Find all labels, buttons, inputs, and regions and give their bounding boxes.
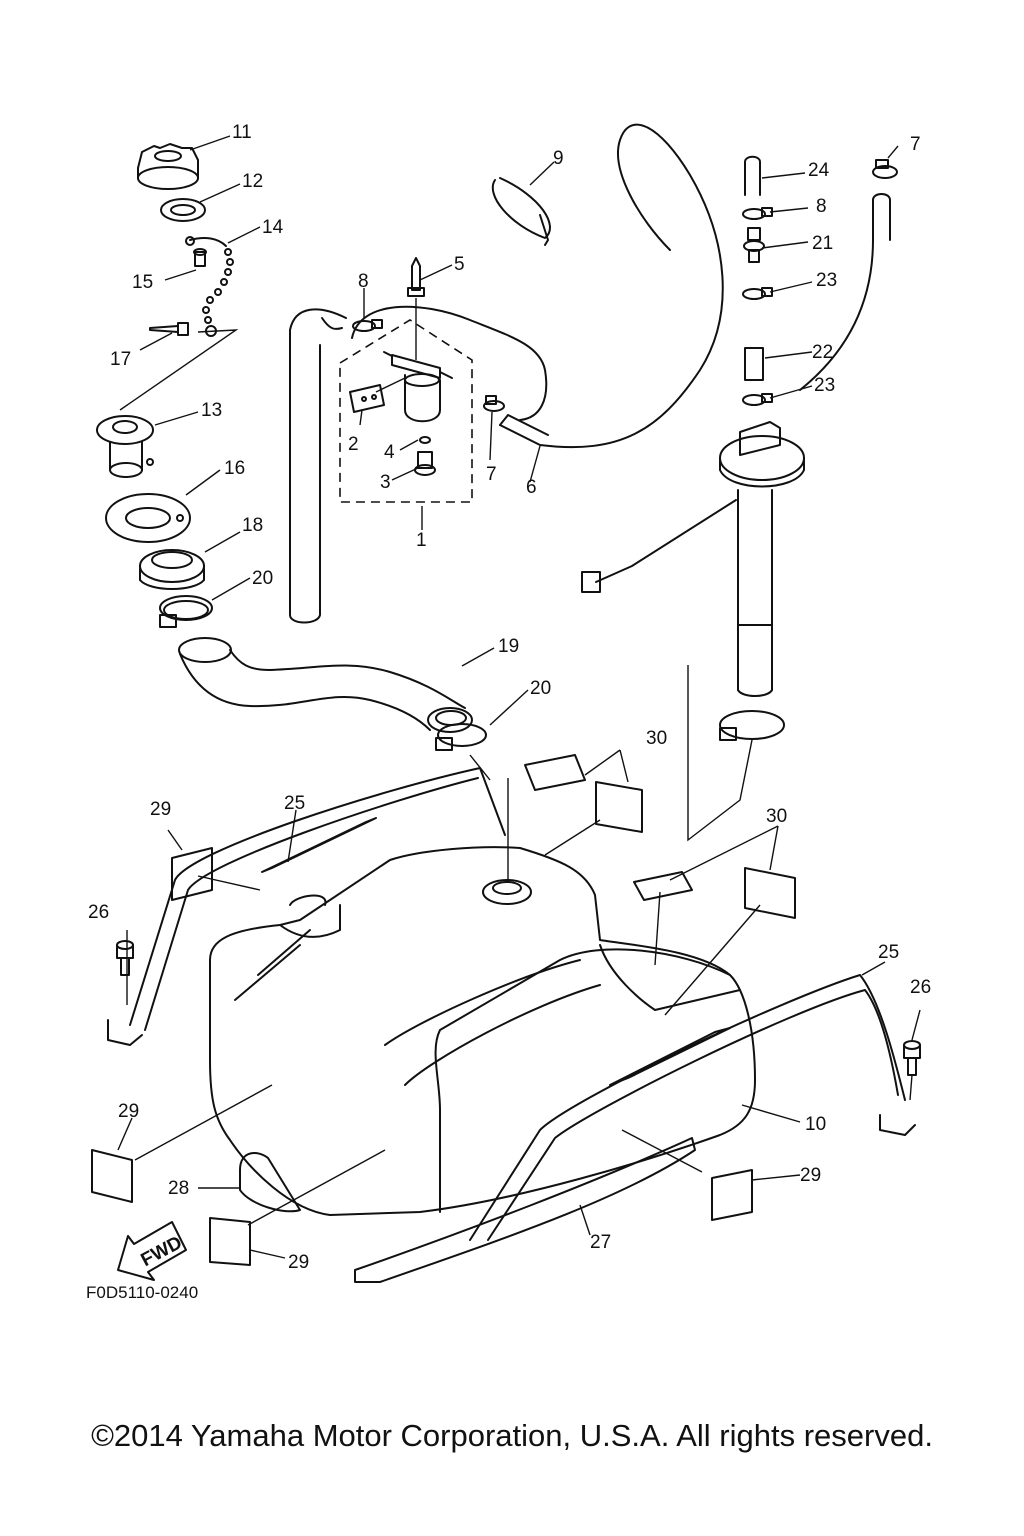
part-16-plate [105,493,191,543]
part-12-gasket [160,198,206,222]
leader-lines [117,135,921,1259]
callout-23-lower: 23 [814,375,835,396]
part-7-clip [483,395,505,412]
part-26-bolt-left [116,940,134,976]
parts-drawing: FWD [91,123,921,1283]
callout-20-lower: 20 [530,678,551,699]
callout-29-c: 29 [288,1252,309,1273]
callout-22: 22 [812,342,833,363]
drawing-code: F0D5110-0240 [86,1283,199,1302]
callout-5: 5 [454,254,465,275]
callout-2: 2 [348,434,359,455]
callout-14: 14 [262,217,284,238]
part-10-fuel-tank [209,846,756,1216]
callout-20: 20 [252,568,273,589]
part-18-nut [139,549,205,590]
callout-29-b: 29 [118,1101,139,1122]
callout-6: 6 [526,477,537,498]
part-8-clip [352,319,383,332]
callout-13: 13 [201,400,222,421]
part-7-clip-right [872,159,898,179]
callout-27: 27 [590,1232,611,1253]
part-22-hose [744,347,764,381]
part-11-fuel-cap [137,143,199,190]
callout-26-right: 26 [910,977,931,998]
callout-18: 18 [242,515,263,536]
callout-7-right: 7 [910,134,921,155]
callout-23: 23 [816,270,837,291]
part-21-joint [743,227,765,263]
part-5-nipple [407,257,425,297]
fwd-arrow-icon: FWD [117,1221,187,1281]
callout-21: 21 [812,233,833,254]
callout-1: 1 [416,530,427,551]
callout-28: 28 [168,1178,189,1199]
part-25-band-right [469,974,916,1241]
callout-16: 16 [224,458,245,479]
part-23-clip [742,287,773,300]
hose-lines [289,123,891,624]
part-20-hose-clamp [159,595,213,628]
part-1-fuel-filter-assembly [339,319,473,503]
part-17-screw [149,322,189,336]
part-15-screw [193,248,207,267]
part-29-pads [91,847,753,1266]
copyright-notice: ©2014 Yamaha Motor Corporation, U.S.A. A… [91,1418,933,1453]
part-27-mat [354,1137,696,1283]
part-28-pad [239,1152,301,1213]
callout-numbers: 1 2 3 4 5 6 7 7 8 8 9 10 11 12 13 14 15 … [88,122,931,1273]
callout-24: 24 [808,160,830,181]
part-13-filler-neck [96,415,154,478]
part-26-bolt-right [903,1040,921,1076]
part-8-clip-right [742,207,773,220]
callout-29-a: 29 [150,799,171,820]
callout-12: 12 [242,171,263,192]
callout-8: 8 [358,271,369,292]
part-20-hose-clamp-lower [435,723,487,751]
callout-10: 10 [805,1114,826,1135]
part-23-clip-lower [742,393,773,406]
callout-26-left: 26 [88,902,109,923]
callout-9: 9 [553,148,564,169]
callout-25-right: 25 [878,942,899,963]
callout-30-a: 30 [646,728,667,749]
fuel-sender-unit [581,421,805,741]
callout-4: 4 [384,442,395,463]
part-9-band [492,177,551,246]
part-30-pads [524,754,796,919]
callout-29-d: 29 [800,1165,821,1186]
callout-19: 19 [498,636,519,657]
callout-25-left: 25 [284,793,305,814]
part-19-filler-hose [178,637,473,733]
callout-8-right: 8 [816,196,827,217]
part-25-band-left [107,767,506,1046]
callout-7: 7 [486,464,497,485]
callout-3: 3 [380,472,391,493]
callout-11: 11 [232,122,252,143]
callout-17: 17 [110,349,131,370]
callout-30-b: 30 [766,806,787,827]
callout-15: 15 [132,272,153,293]
